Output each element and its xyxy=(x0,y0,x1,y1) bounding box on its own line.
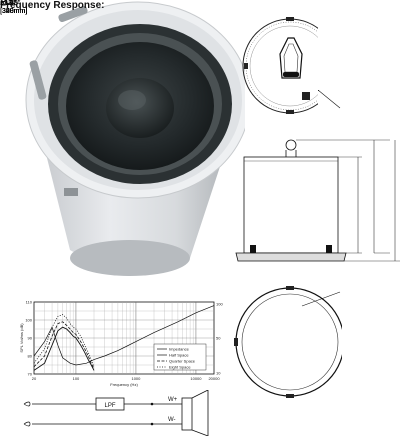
series-line-quarter-space xyxy=(33,321,95,369)
top-diameter-metric: [320mm] xyxy=(0,8,28,15)
top-diameter-leader xyxy=(318,90,341,109)
height-mid-imperial: 12.9" xyxy=(0,0,17,7)
grille-drawing xyxy=(234,286,342,398)
series-line-eight-space xyxy=(33,314,95,367)
legend-entry: Quarter Space xyxy=(169,359,196,364)
series-line-half-space xyxy=(33,326,95,371)
legend-box xyxy=(153,343,207,371)
terminal-positive-label: W+ xyxy=(168,397,178,403)
terminal-negative-label: W- xyxy=(168,417,176,423)
x-tick-label: 100 xyxy=(73,376,80,381)
speaker-photo xyxy=(25,1,245,276)
wiring-diagram: LPF W+ W- xyxy=(23,390,209,436)
height-body-imperial: 11.9" xyxy=(0,0,16,7)
height-total-imperial: 13.4" xyxy=(0,0,17,7)
grille-diameter-label: ø13.8" [350mm] xyxy=(0,0,27,16)
x-axis-label: Frequency (Hz) xyxy=(110,382,138,387)
side-view-drawing xyxy=(235,139,400,262)
top-diameter-label: ø12.6" [320mm] xyxy=(0,0,27,16)
series-line-impedance xyxy=(33,305,215,366)
y2-tick-label: 10 xyxy=(216,371,221,376)
y-tick-label: 90 xyxy=(28,336,33,341)
x-tick-label: 20000 xyxy=(208,376,220,381)
x-tick-label: 20 xyxy=(32,376,37,381)
top-view-drawing xyxy=(242,17,318,114)
grille-diameter-metric: [350mm] xyxy=(0,8,28,15)
y2-tick-label: 100 xyxy=(216,302,223,307)
y-tick-label: 110 xyxy=(26,300,33,305)
height-total-metric: [340mm] xyxy=(0,8,28,15)
height-mid-metric: [328mm] xyxy=(0,8,28,15)
y2-tick-label: 50 xyxy=(216,336,221,341)
x-tick-label: 10000 xyxy=(190,376,202,381)
legend-entry: Half Space xyxy=(169,353,189,358)
y-tick-label: 70 xyxy=(28,372,33,377)
legend-entry: Eight Space xyxy=(169,365,191,370)
y-tick-label: 100 xyxy=(25,318,32,323)
speaker-coil-icon xyxy=(181,397,193,431)
frequency-response-title: Frequency Response: xyxy=(0,0,105,11)
legend-entry: Impedance xyxy=(169,347,190,352)
height-mid-label: 12.9" [328mm] xyxy=(0,0,27,16)
x-tick-label: 1000 xyxy=(131,376,141,381)
height-body-metric: [303mm] xyxy=(0,8,28,15)
height-total-label: 13.4" [340mm] xyxy=(0,0,27,16)
input-terminal-top-icon xyxy=(23,401,31,407)
lpf-label: LPF xyxy=(104,403,115,409)
grille-diameter-imperial: ø13.8" xyxy=(0,0,21,7)
grille-diameter-leader xyxy=(301,291,341,307)
height-body-label: 11.9" [303mm] xyxy=(0,0,27,16)
speaker-cone-icon xyxy=(191,390,209,436)
top-diameter-imperial: ø12.6" xyxy=(0,0,21,7)
frequency-response-chart: 20 100 1000 10000 20000 110 100 90 80 70 100 50 10Fr… xyxy=(19,300,223,388)
input-terminal-bottom-icon xyxy=(23,421,31,427)
y-tick-label: 80 xyxy=(28,354,33,359)
y-axis-label: SPL Vol/ms (dB) xyxy=(19,323,24,353)
